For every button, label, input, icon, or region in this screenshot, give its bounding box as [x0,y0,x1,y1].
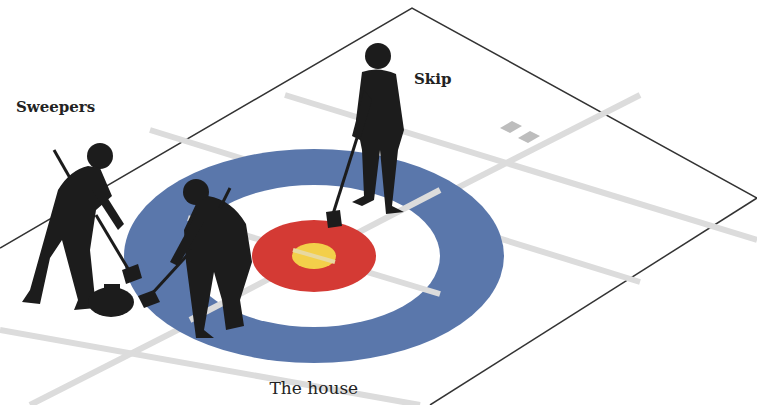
broom-head [138,290,160,308]
button [292,243,336,269]
house-red-ring [252,220,376,292]
broom [96,215,130,272]
house-outer-ring [124,149,504,363]
broom [333,138,357,214]
stone-handle [104,284,120,290]
broom [148,250,192,298]
centre-line [30,95,640,405]
role-label: Skip [414,70,451,88]
tee-line [293,250,335,262]
hack-mark [500,121,522,133]
ice-sheet [0,8,757,405]
sweeper-silhouette [22,143,124,310]
skip-silhouette [352,43,404,214]
curling-stone [88,287,134,317]
broom-head [122,264,142,284]
house-label: The house [270,378,359,398]
hack-mark [518,131,540,143]
broom-head [326,210,342,228]
role-label: Sweepers [16,98,95,116]
